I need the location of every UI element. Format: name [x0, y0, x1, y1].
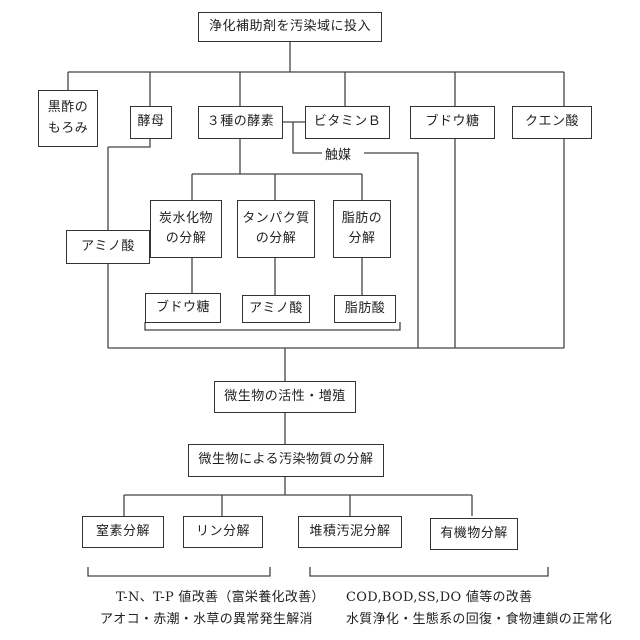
product-fatty-acid: 脂肪酸	[334, 295, 396, 323]
footer-right-line1: COD,BOD,SS,DO 値等の改善	[346, 586, 532, 605]
footer-left-line1: T-N、T-P 値改善（富栄養化改善）	[116, 586, 325, 605]
product-glucose: ブドウ糖	[145, 293, 221, 323]
product-amino-acid: アミノ酸	[242, 295, 310, 323]
input-glucose: ブドウ糖	[410, 106, 495, 139]
output-phosphorus: リン分解	[183, 516, 263, 548]
footer-left-line2: アオコ・赤潮・水草の異常発生解消	[100, 608, 313, 627]
input-three-enzymes: ３種の酵素	[198, 106, 283, 139]
fat-decomposition: 脂肪の 分解	[333, 200, 391, 258]
output-nitrogen: 窒素分解	[82, 516, 164, 548]
output-organic: 有機物分解	[430, 518, 518, 550]
amino-acid-left: アミノ酸	[66, 230, 150, 264]
footer-right-line2: 水質浄化・生態系の回復・食物連鎖の正常化	[346, 608, 612, 627]
input-kurozu-moromi: 黒酢の もろみ	[38, 90, 98, 147]
catalyst-label: 触媒	[322, 144, 354, 163]
input-yeast: 酵母	[130, 106, 172, 139]
pollutant-decomposition-box: 微生物による汚染物質の分解	[188, 444, 384, 477]
microbe-activity-box: 微生物の活性・増殖	[214, 381, 356, 413]
protein-decomposition: タンパク質 の分解	[237, 200, 315, 258]
output-sludge: 堆積汚泥分解	[298, 516, 402, 548]
carbohydrate-decomposition: 炭水化物 の分解	[150, 200, 222, 258]
input-citric-acid: クエン酸	[512, 106, 592, 139]
input-vitamin-b: ビタミンＢ	[305, 106, 390, 139]
top-box: 浄化補助剤を汚染域に投入	[198, 12, 382, 42]
